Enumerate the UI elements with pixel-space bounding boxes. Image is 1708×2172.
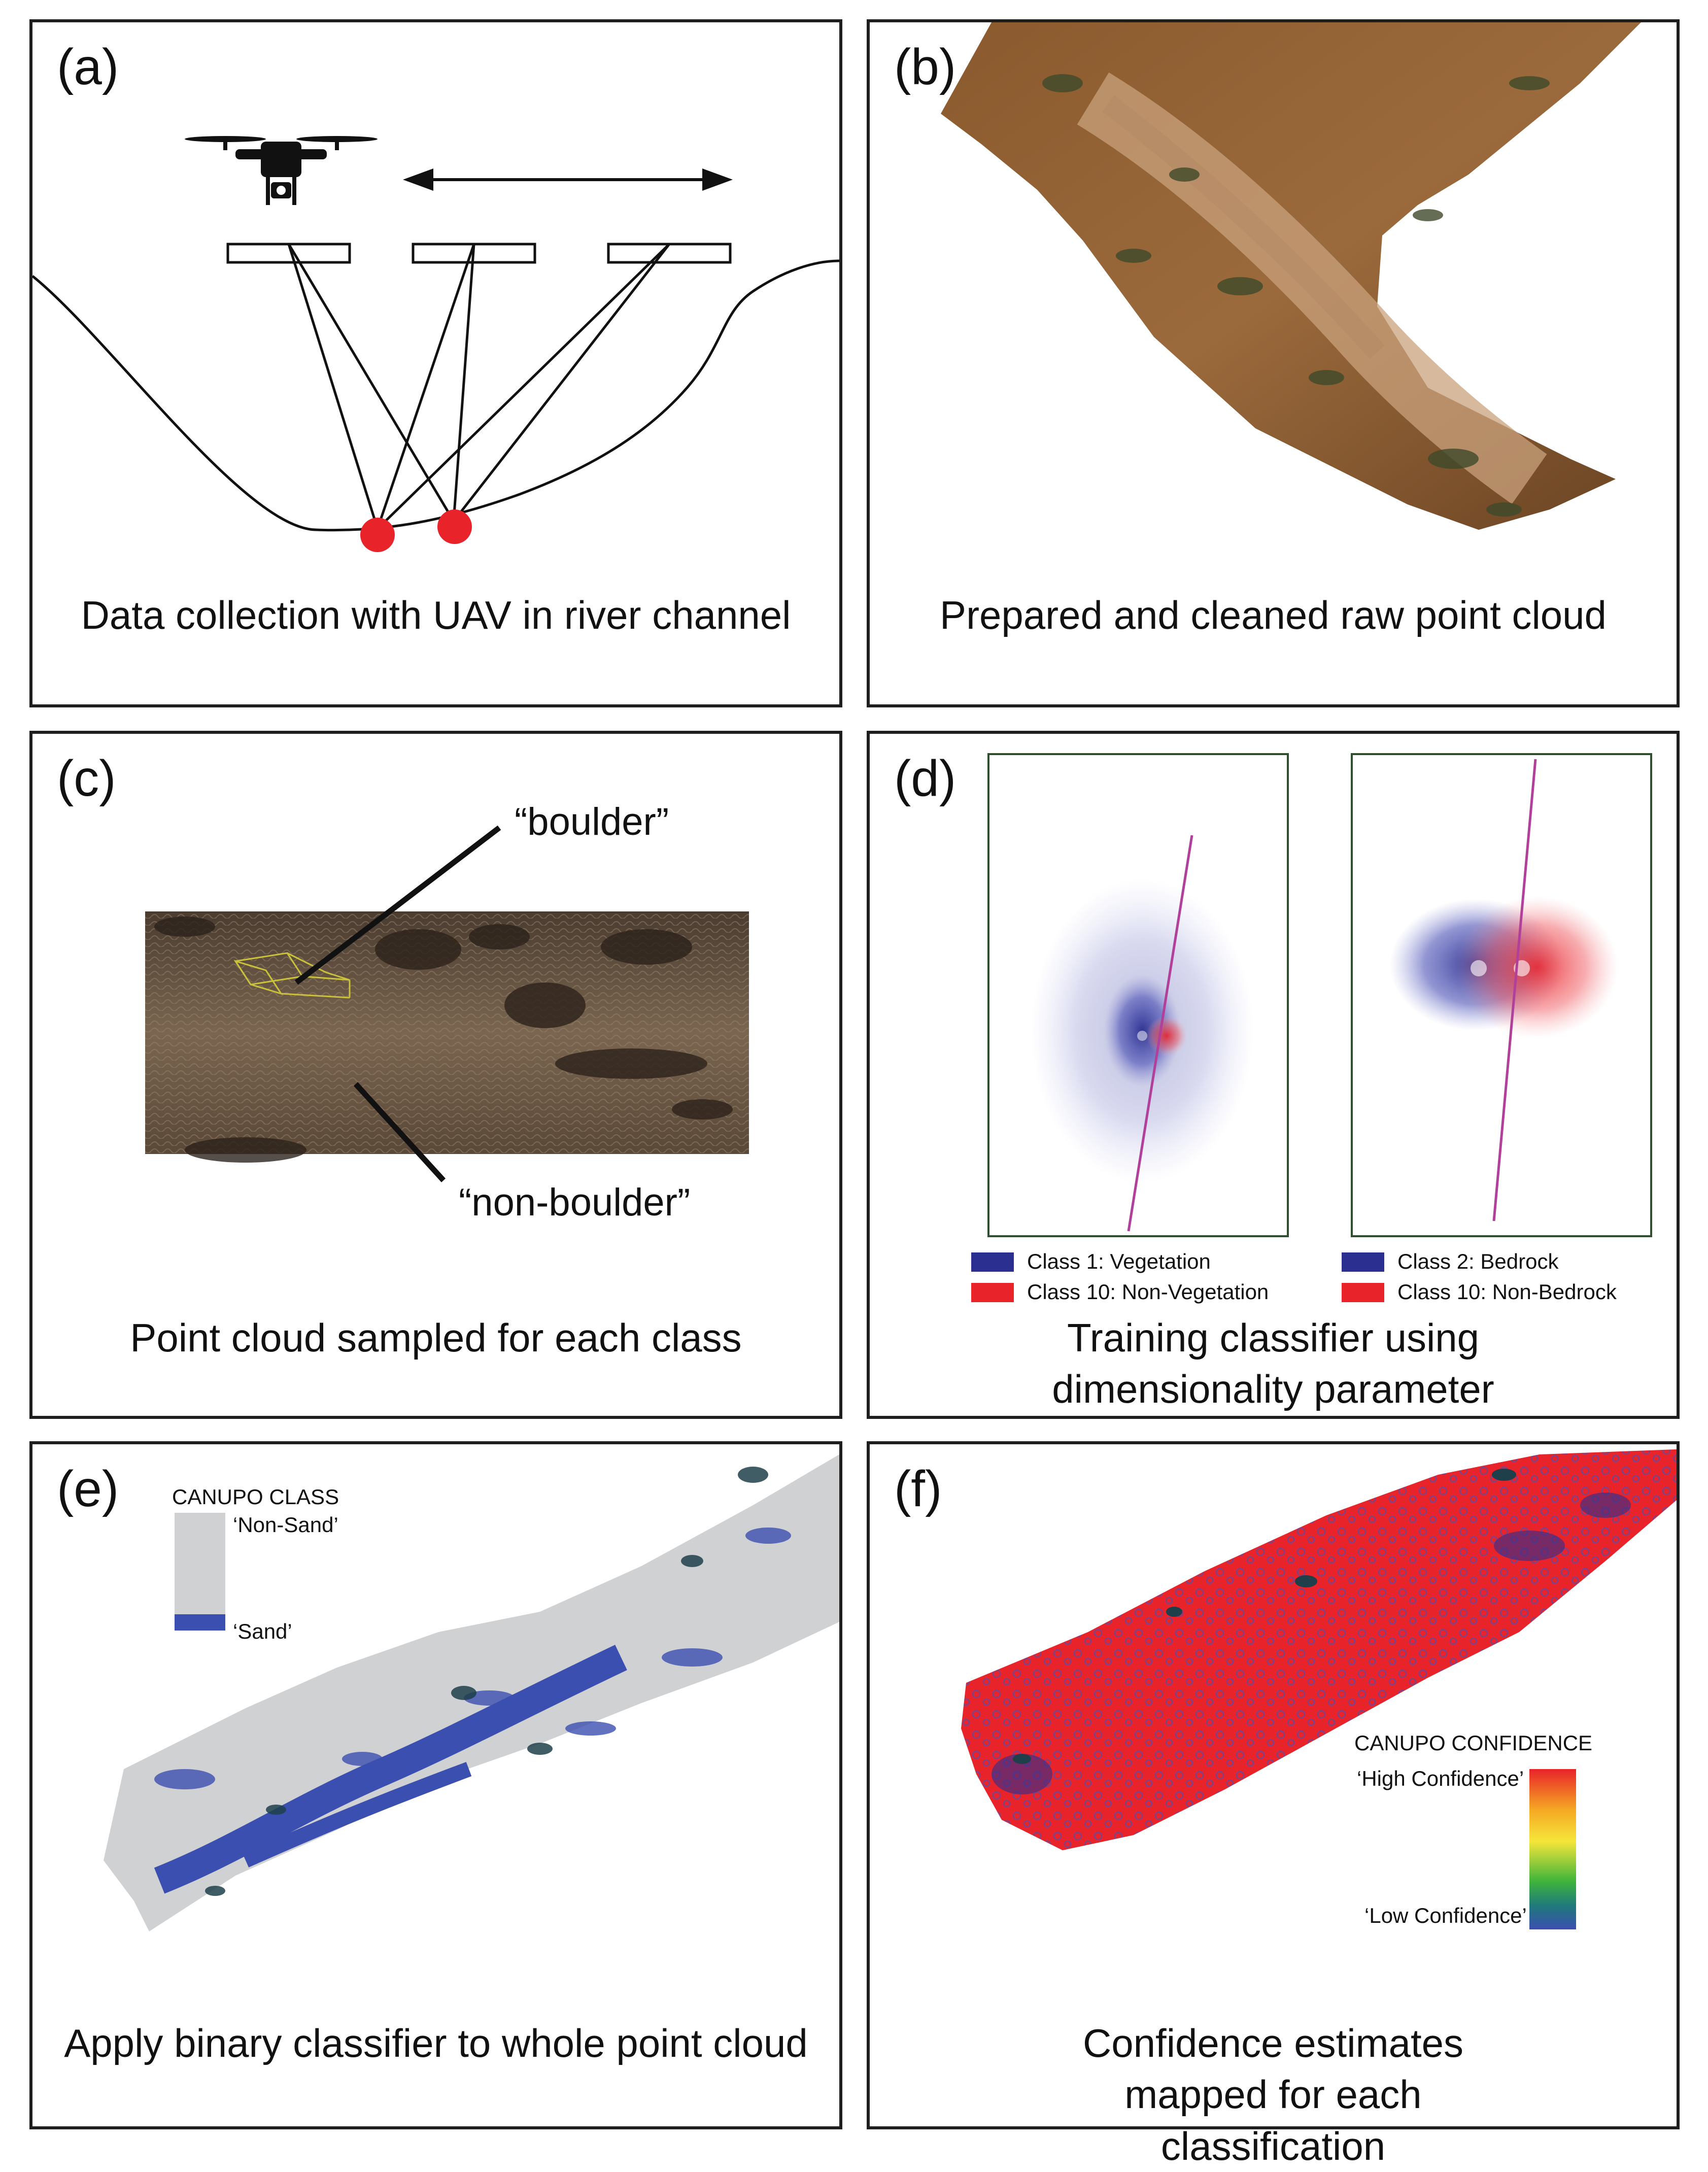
legend-swatch: [971, 1252, 1014, 1272]
panel-caption: Training classifier using dimensionality…: [1052, 1315, 1494, 1412]
panel-f: (f): [867, 1441, 1680, 2168]
sampled-point-cloud-image: [145, 825, 749, 1182]
raw-point-cloud-image: [941, 22, 1641, 530]
river-channel-profile: [32, 259, 839, 532]
legend-label: Class 10: Non-Bedrock: [1397, 1280, 1617, 1304]
legend-label: Class 2: Bedrock: [1397, 1249, 1559, 1273]
legend-label-non-sand: ‘Non-Sand’: [233, 1513, 338, 1537]
decision-line: [1492, 759, 1537, 1221]
panel-letter: (c): [57, 750, 116, 807]
boulder-selection-box: [233, 952, 351, 999]
panel-e: (e) CANUPO CLASS ‘Non-Sand’ ‘Sand’ Apply…: [29, 1441, 842, 2129]
legend-bar-non-sand: [175, 1513, 225, 1614]
boulder-label: “boulder”: [515, 800, 669, 843]
camera-rays: [287, 243, 670, 530]
panel-caption: Apply binary classifier to whole point c…: [64, 2021, 808, 2065]
binary-classification-map: [104, 1454, 839, 1931]
legend-label: Class 1: Vegetation: [1027, 1249, 1211, 1273]
decision-line: [1127, 835, 1193, 1232]
legend-title: CANUPO CLASS: [172, 1485, 339, 1509]
panel-caption: Confidence estimates mapped for each cla…: [1082, 2021, 1464, 2168]
panel-c: (c): [29, 731, 842, 1419]
panel-caption: Data collection with UAV in river channe…: [81, 593, 791, 637]
legend-swatch: [1342, 1283, 1384, 1302]
panel-letter: (d): [894, 750, 957, 807]
non-boulder-pointer: [353, 1082, 446, 1182]
legend-swatch: [971, 1283, 1014, 1302]
panel-caption: Prepared and cleaned raw point cloud: [940, 593, 1607, 637]
classifier-plots: [987, 753, 1652, 1237]
legend-label-high: ‘High Confidence’: [1357, 1767, 1524, 1790]
drone-icon: [185, 136, 378, 205]
legend-title: CANUPO CONFIDENCE: [1354, 1731, 1593, 1755]
panel-caption: Point cloud sampled for each class: [130, 1315, 742, 1360]
double-arrow-icon: [403, 168, 733, 191]
legend-label: Class 10: Non-Vegetation: [1027, 1280, 1269, 1304]
panel-d: (d) Class 1: Vegetation: [867, 731, 1680, 1419]
panel-letter: (f): [894, 1461, 942, 1517]
uav-diagram: [32, 136, 839, 552]
ground-point-marker: [437, 510, 472, 544]
legend-bar-sand: [175, 1614, 225, 1631]
panel-letter: (e): [57, 1461, 119, 1517]
non-boulder-label: “non-boulder”: [459, 1181, 691, 1224]
panel-b: (b) Prepared and cleaned raw point cloud: [867, 19, 1680, 707]
confidence-color-bar: [1529, 1769, 1576, 1929]
legend-swatch: [1342, 1252, 1384, 1272]
panel-letter: (a): [57, 39, 119, 95]
camera-frame: [607, 243, 732, 264]
panel-letter: (b): [894, 39, 957, 95]
legend-label-low: ‘Low Confidence’: [1364, 1904, 1527, 1927]
legend-label-sand: ‘Sand’: [233, 1619, 292, 1643]
ground-point-marker: [360, 518, 395, 552]
confidence-map: [961, 1449, 1677, 1929]
boulder-pointer: [294, 825, 501, 985]
panel-a: (a): [29, 19, 842, 707]
